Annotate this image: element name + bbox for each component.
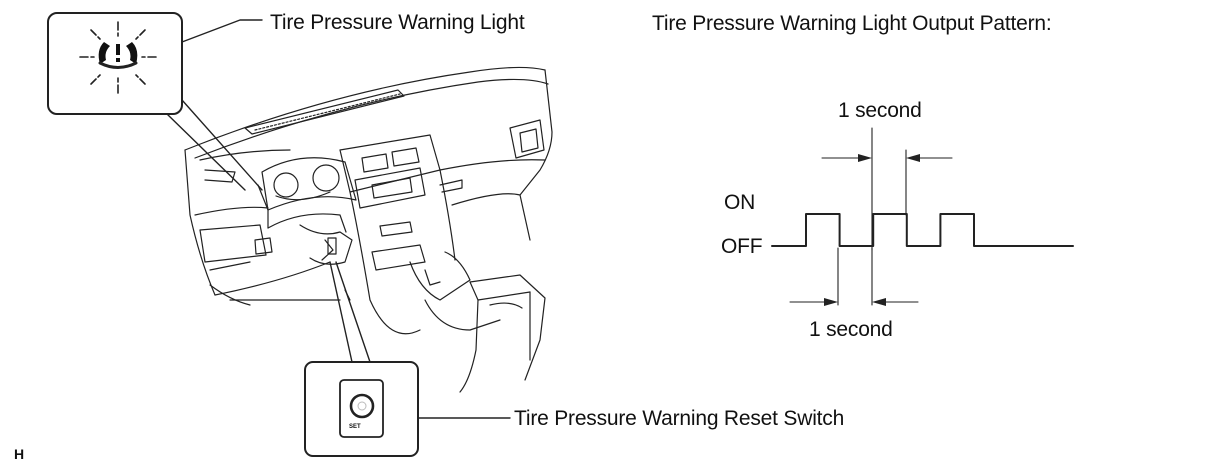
warning-light-label: Tire Pressure Warning Light	[270, 11, 525, 34]
output-pattern-title: Tire Pressure Warning Light Output Patte…	[652, 12, 1052, 35]
tire-pressure-warning-icon	[79, 21, 157, 94]
reset-switch-label: Tire Pressure Warning Reset Switch	[514, 407, 845, 430]
output-pattern-waveform	[771, 127, 1074, 306]
warning-light-callout	[47, 12, 263, 191]
dashboard-illustration	[184, 66, 553, 393]
off-level-label: OFF	[721, 235, 763, 258]
bottom-dimension-label: 1 second	[809, 318, 893, 341]
reset-switch-callout	[304, 261, 511, 457]
on-level-label: ON	[724, 191, 756, 214]
top-dimension-label: 1 second	[838, 99, 922, 122]
reset-switch-text: SET	[349, 424, 361, 430]
reset-switch-button	[339, 379, 384, 438]
signal-trace	[771, 213, 1074, 247]
corner-code: H	[14, 446, 25, 462]
